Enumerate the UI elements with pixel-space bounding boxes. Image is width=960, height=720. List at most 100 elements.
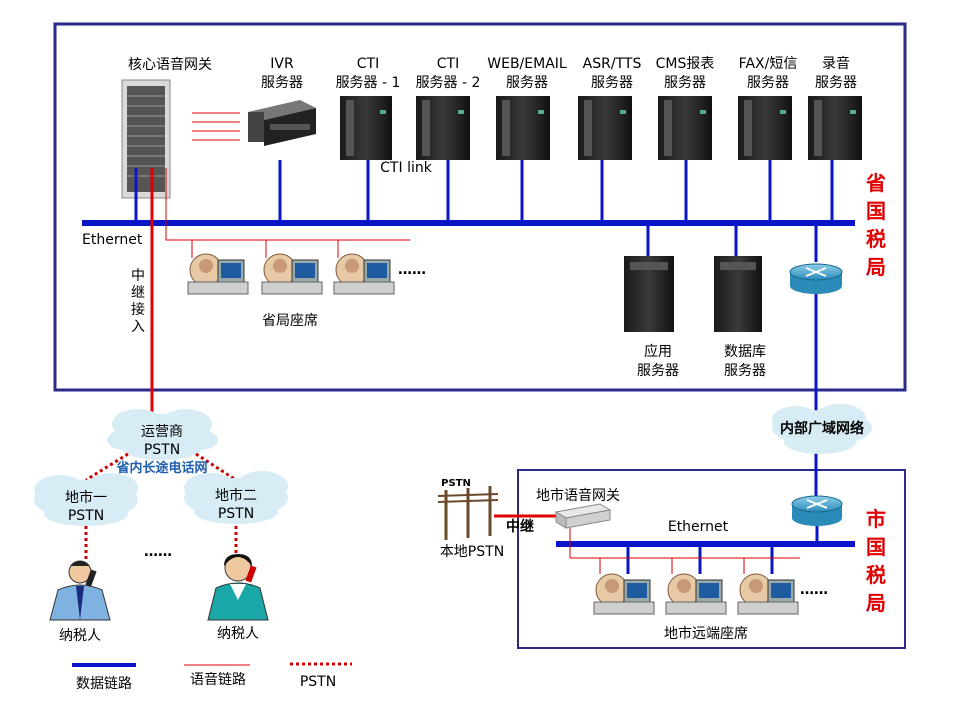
provincial-agent-voice-lines xyxy=(165,168,410,258)
city-agent-voice-lines xyxy=(569,528,800,574)
city-agents-label: 地市远端座席 xyxy=(664,625,748,642)
server-label-cms-1: CMS报表 xyxy=(656,56,715,72)
server-label-cti2-1: CTI xyxy=(437,56,459,72)
pstn-dotted-links xyxy=(84,452,238,562)
city2-pstn-label-2: PSTN xyxy=(218,506,254,522)
city-title-char: 国 xyxy=(866,535,886,559)
server-label-rec-2: 服务器 xyxy=(815,75,857,91)
agent-workstation-icon xyxy=(333,253,395,295)
trunk-char: 继 xyxy=(131,285,145,301)
utility-pole-icon xyxy=(437,486,499,540)
taxpayer-male-icon xyxy=(49,560,111,621)
taxpayer-label-2: 纳税人 xyxy=(217,626,259,642)
cti-link-label: CTI link xyxy=(380,160,433,176)
server-label-cti1-1: CTI xyxy=(357,56,379,72)
city2-pstn-label-1: 地市二 xyxy=(215,487,257,504)
long-distance-network-label: 省内长途电话网 xyxy=(115,460,207,476)
legend-voice-link-label: 语音链路 xyxy=(190,671,246,688)
app-server-icon xyxy=(624,256,674,332)
city-ethernet-label: Ethernet xyxy=(668,519,729,535)
provincial-bureau-title: 省 国 税 局 xyxy=(865,171,886,279)
server-label-cms-2: 服务器 xyxy=(664,75,706,91)
cti2-server-icon xyxy=(416,96,470,160)
provincial-ethernet-label: Ethernet xyxy=(82,232,143,248)
city-trunk-label: 中继 xyxy=(506,518,534,535)
city-router-icon xyxy=(791,495,843,526)
provincial-agents-ellipsis: …… xyxy=(398,262,426,278)
trunk-char: 接 xyxy=(131,301,145,318)
city-title-char: 市 xyxy=(866,507,886,531)
server-labels: 核心语音网关 IVR 服务器 CTI 服务器 - 1 CTI 服务器 - 2 W… xyxy=(128,55,857,91)
agent-workstation-icon xyxy=(593,573,655,615)
city-agent-data-links xyxy=(626,544,774,574)
provincial-title-char: 税 xyxy=(866,227,886,251)
city-title-char: 税 xyxy=(866,563,886,587)
agent-workstation-icon xyxy=(261,253,323,295)
server-label-rec-1: 录音 xyxy=(822,55,850,72)
server-label-web-2: 服务器 xyxy=(506,75,548,91)
city-bureau-frame xyxy=(517,469,906,649)
server-label-fax-1: FAX/短信 xyxy=(739,56,798,72)
tower-servers xyxy=(340,96,862,160)
provincial-title-char: 局 xyxy=(865,255,886,279)
local-pstn-label: 本地PSTN xyxy=(440,544,504,560)
agent-workstation-icon xyxy=(665,573,727,615)
provincial-router-icon xyxy=(789,263,843,294)
city1-pstn-label-1: 地市一 xyxy=(65,489,107,506)
legend: 数据链路 语音链路 PSTN xyxy=(72,662,352,692)
carrier-pstn-cloud xyxy=(107,409,218,460)
fax-sms-server-icon xyxy=(738,96,792,160)
server-label-ivr-2: 服务器 xyxy=(261,75,303,91)
city-bureau-title: 市 国 税 局 xyxy=(865,507,886,615)
city-title-char: 局 xyxy=(865,591,886,615)
cms-server-icon xyxy=(658,96,712,160)
legend-data-link-label: 数据链路 xyxy=(76,676,132,692)
server-label-fax-2: 服务器 xyxy=(747,75,789,91)
ivr-server-icon xyxy=(248,100,316,146)
city-voice-gateway-icon xyxy=(554,503,612,529)
cti1-server-icon xyxy=(340,96,392,160)
voice-gateway-rack-icon xyxy=(121,79,171,199)
city-gateway-label: 地市语音网关 xyxy=(536,487,620,504)
gateway-voice-lines xyxy=(192,112,240,141)
legend-pstn-label: PSTN xyxy=(300,674,336,690)
provincial-title-char: 省 xyxy=(865,171,886,195)
db-server-label-2: 服务器 xyxy=(724,363,766,379)
provincial-agents xyxy=(187,253,395,295)
asr-tts-server-icon xyxy=(578,96,632,160)
server-label-voice-gateway: 核心语音网关 xyxy=(128,56,212,73)
provincial-bureau-frame xyxy=(53,22,907,392)
web-email-server-icon xyxy=(496,96,550,160)
server-label-asr-1: ASR/TTS xyxy=(583,56,642,72)
server-label-ivr-1: IVR xyxy=(270,56,294,72)
taxpayer-female-icon xyxy=(207,554,269,621)
provincial-agents-label: 省局座席 xyxy=(262,313,318,329)
trunk-char: 中 xyxy=(131,268,145,284)
wan-label: 内部广域网络 xyxy=(780,420,864,437)
db-server-label-1: 数据库 xyxy=(724,344,766,360)
server-label-cti1-2: 服务器 - 1 xyxy=(336,75,401,91)
server-label-web-1: WEB/EMAIL xyxy=(487,56,567,72)
app-server-label-1: 应用 xyxy=(644,343,672,360)
recording-server-icon xyxy=(808,96,862,160)
server-data-links xyxy=(134,160,834,223)
city-agents-ellipsis: …… xyxy=(800,582,828,598)
pole-pstn-label: PSTN xyxy=(441,478,471,489)
agent-workstation-icon xyxy=(737,573,799,615)
taxpayer-label-1: 纳税人 xyxy=(59,628,101,644)
carrier-pstn-label-1: 运营商 xyxy=(141,424,183,440)
city-agents xyxy=(593,573,799,615)
trunk-char: 入 xyxy=(131,319,145,335)
agent-workstation-icon xyxy=(187,253,249,295)
city1-pstn-label-2: PSTN xyxy=(68,508,104,524)
city1-pstn-cloud xyxy=(34,473,138,526)
provincial-title-char: 国 xyxy=(866,199,886,223)
app-server-label-2: 服务器 xyxy=(637,363,679,379)
carrier-pstn-label-2: PSTN xyxy=(144,442,180,458)
trunk-access-label: 中 继 接 入 xyxy=(131,268,145,335)
db-server-icon xyxy=(714,256,762,332)
server-label-asr-2: 服务器 xyxy=(591,75,633,91)
pstn-ellipsis: …… xyxy=(144,544,172,560)
